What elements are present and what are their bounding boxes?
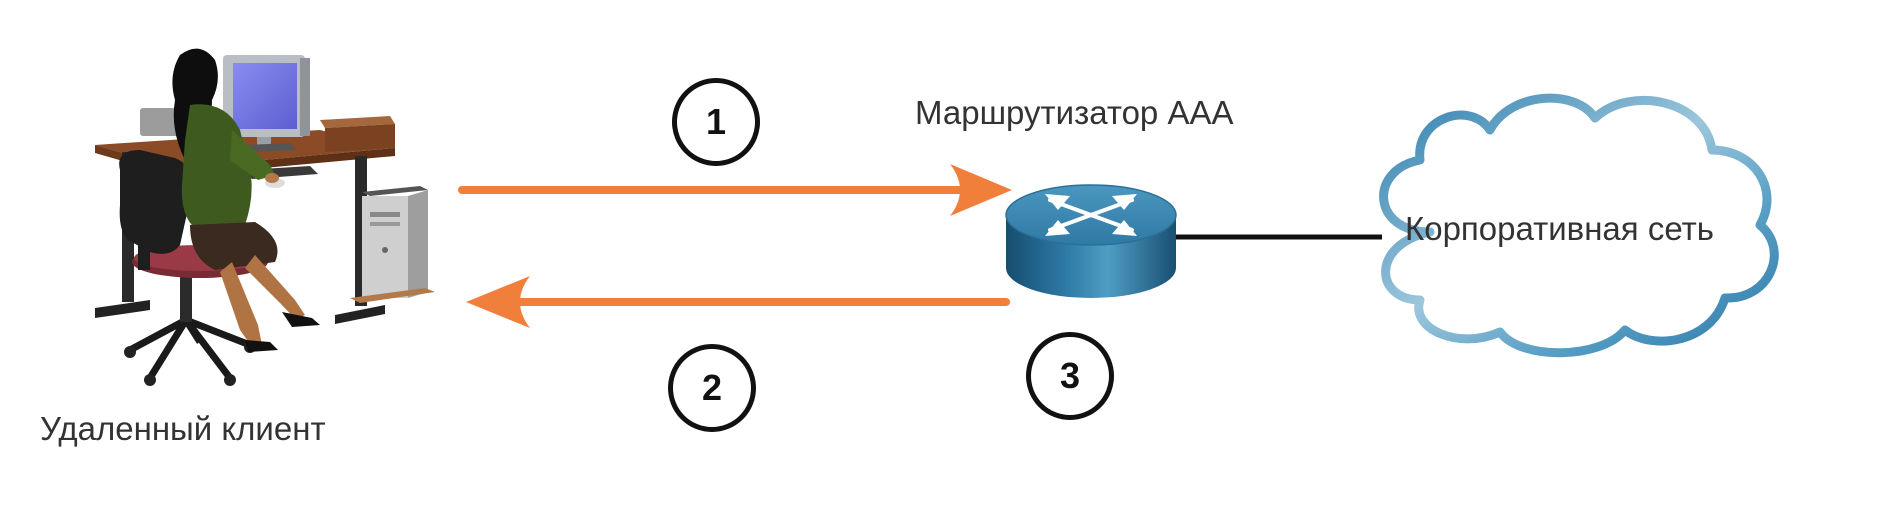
step-1-badge: 1 — [672, 78, 760, 166]
router-label: Маршрутизатор AAA — [915, 94, 1233, 131]
arrow-request — [458, 164, 1012, 216]
arrow-response — [466, 276, 1010, 328]
client-label: Удаленный клиент — [40, 410, 326, 447]
router-icon — [1005, 184, 1177, 298]
cloud-icon — [1379, 93, 1779, 358]
network-label: Корпоративная сеть — [1405, 210, 1714, 247]
step-2-badge: 2 — [668, 344, 756, 432]
remote-user-workstation-icon — [95, 48, 435, 386]
step-3-badge: 3 — [1026, 332, 1114, 420]
